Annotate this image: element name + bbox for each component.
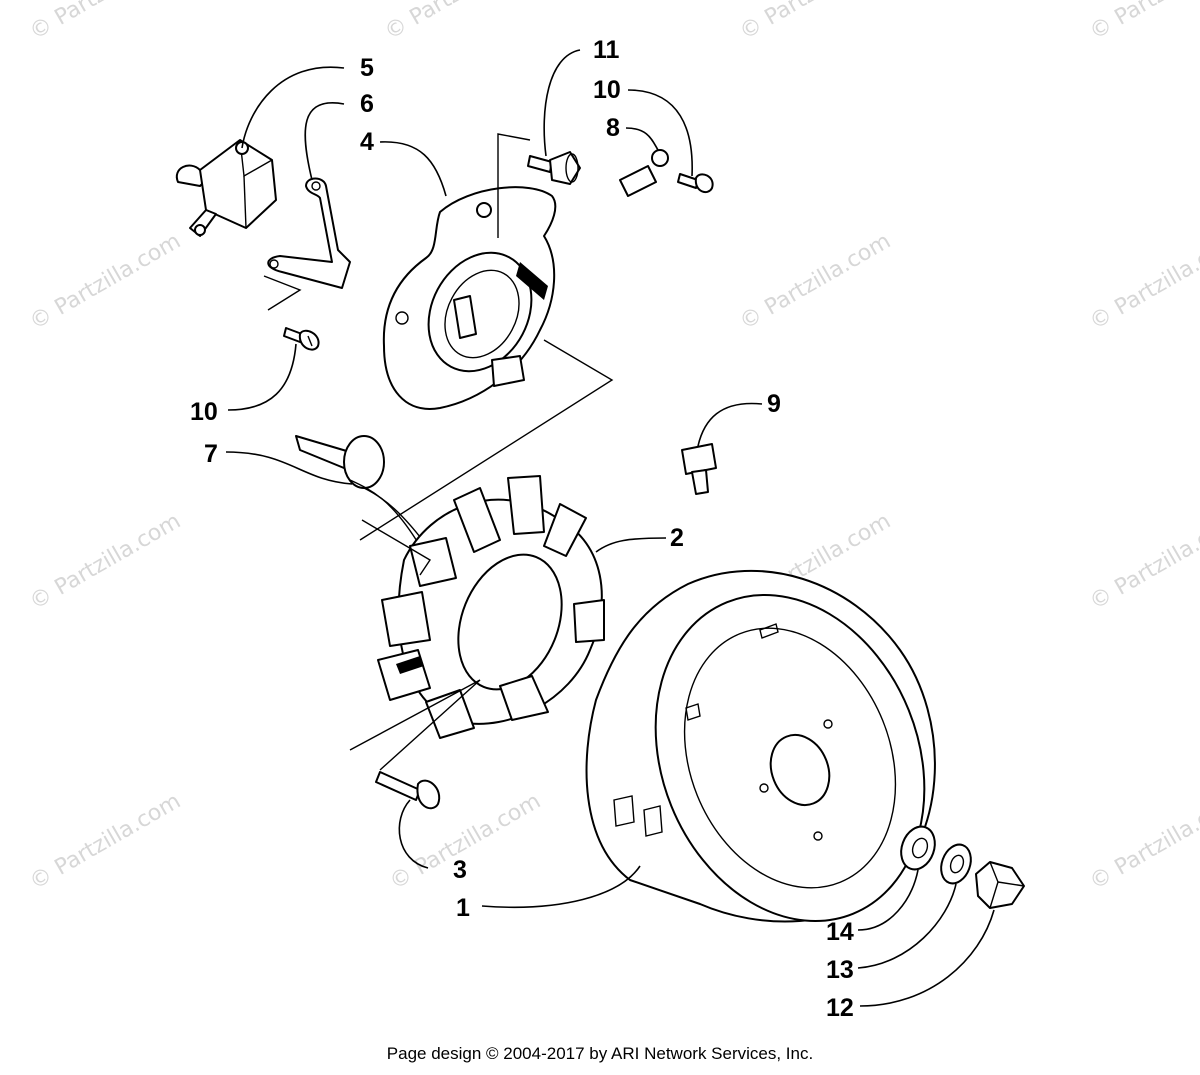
part-4-trigger-plate — [382, 186, 557, 410]
leader-line-14 — [857, 869, 919, 931]
watermark: © Partzilla.com — [1086, 509, 1200, 616]
part-5-pickup-block — [175, 139, 277, 237]
callout-12: 12 — [826, 994, 854, 1022]
leader-line-10-left — [227, 343, 297, 411]
part-1-flywheel — [585, 569, 936, 923]
callout-2: 2 — [670, 524, 684, 552]
part-13-lock-washer — [940, 843, 972, 885]
callout-10-right: 10 — [593, 76, 621, 104]
callout-9: 9 — [767, 390, 781, 418]
watermark: © Partzilla.com — [26, 789, 186, 896]
part-6-bracket — [267, 177, 351, 289]
part-9-bolt — [681, 443, 717, 495]
part-10-screw-left — [283, 327, 320, 351]
watermark: © Partzilla.com — [26, 229, 186, 336]
leader-line-5 — [241, 66, 345, 149]
leader-line-6 — [304, 102, 345, 181]
callouts: 5 6 4 11 10 8 10 7 9 2 3 1 14 13 12 — [190, 36, 854, 1022]
watermark: © Partzilla.com — [1086, 0, 1200, 45]
callout-1: 1 — [456, 894, 470, 922]
part-10-screw-right — [677, 173, 714, 194]
part-3-bolt — [375, 771, 441, 810]
watermark: © Partzilla.com — [26, 509, 186, 616]
leader-lines — [225, 49, 995, 1007]
leader-line-7 — [225, 451, 353, 485]
callout-13: 13 — [826, 956, 854, 984]
part-12-nut — [975, 861, 1025, 909]
watermark: © Partzilla.com — [736, 0, 896, 45]
callout-11: 11 — [593, 36, 620, 64]
assembly-guide-lines — [263, 133, 614, 771]
leader-line-1 — [481, 865, 641, 909]
callout-6: 6 — [360, 90, 374, 118]
callout-14: 14 — [826, 918, 854, 946]
part-2-stator — [377, 475, 605, 739]
part-8-tab-washer — [619, 149, 669, 197]
leader-line-12 — [859, 909, 995, 1007]
watermark: © Partzilla.com — [736, 229, 896, 336]
leader-line-10-right — [627, 89, 693, 177]
leader-line-11 — [543, 49, 581, 157]
callout-5: 5 — [360, 54, 374, 82]
leader-line-13 — [857, 883, 957, 969]
part-14-washer — [900, 825, 936, 871]
callout-3: 3 — [453, 856, 467, 884]
callout-8: 8 — [606, 114, 620, 142]
watermark: © Partzilla.com — [1086, 789, 1200, 896]
callout-10-left: 10 — [190, 398, 218, 426]
leader-line-2 — [595, 537, 667, 553]
callout-4: 4 — [360, 128, 374, 156]
part-7-grommet — [295, 435, 431, 551]
watermark: © Partzilla.com — [26, 0, 186, 45]
footer-copyright: Page design © 2004-2017 by ARI Network S… — [386, 1044, 814, 1063]
leader-line-8 — [625, 127, 659, 151]
part-11-bolt — [527, 151, 581, 185]
watermark: © Partzilla.com — [381, 0, 541, 45]
leader-line-3 — [398, 799, 429, 869]
callout-7: 7 — [204, 440, 218, 468]
leader-line-4 — [379, 141, 447, 197]
watermark: © Partzilla.com — [1086, 229, 1200, 336]
leader-line-9 — [697, 402, 763, 447]
